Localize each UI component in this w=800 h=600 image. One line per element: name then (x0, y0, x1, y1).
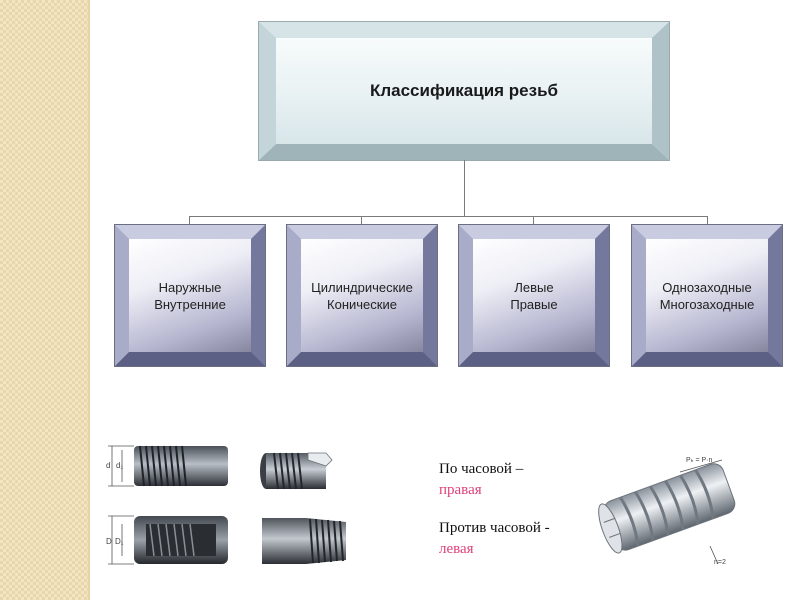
clockwise-value: правая (439, 482, 482, 498)
category-label: Многозаходные (659, 296, 755, 312)
title-inner: Классификация резьб (276, 38, 652, 144)
category-bevel (459, 225, 609, 366)
category-bevel (115, 225, 265, 366)
side-divider (88, 0, 90, 600)
connector-trunk (464, 160, 465, 217)
pitch-label: Pₕ = P·n (686, 457, 712, 464)
category-label: Однозаходные (662, 279, 752, 295)
category-label: Правые (510, 296, 558, 312)
counter-value: левая (439, 541, 474, 557)
category-box-shape: Цилиндрические Конические (287, 225, 437, 366)
clockwise-label: По часовой – (439, 461, 524, 477)
category-label: Конические (327, 296, 397, 312)
diagram-title: Классификация резьб (369, 81, 559, 100)
conical-thread-drawing (262, 518, 346, 564)
connector-bus (189, 216, 708, 217)
category-label: Левые (514, 279, 554, 295)
title-bevel (259, 22, 669, 160)
view-label: n=2 (714, 559, 726, 566)
category-inner: Левые Правые (473, 239, 595, 352)
counter-label: Против часовой - (439, 520, 550, 536)
category-label: Наружные (158, 279, 222, 295)
rotation-counter-line: Против часовой - (439, 520, 550, 537)
internal-thread-drawing: D D₁ (106, 515, 228, 565)
category-label: Внутренние (154, 296, 226, 312)
external-thread-drawing: d d₁ (106, 445, 228, 487)
category-inner: Цилиндрические Конические (301, 239, 423, 352)
dim-label-d: d (106, 461, 110, 470)
connector-branch-1 (189, 216, 190, 225)
category-label: Цилиндрические (311, 279, 413, 295)
category-inner: Наружные Внутренние (129, 239, 251, 352)
rotation-clockwise-line: По часовой – (439, 461, 523, 478)
category-bevel (287, 225, 437, 366)
category-bevel (632, 225, 782, 366)
category-box-starts: Однозаходные Многозаходные (632, 225, 782, 366)
dim-label-D: D (106, 537, 112, 546)
dim-label-D1: D₁ (115, 537, 124, 546)
connector-branch-4 (707, 216, 708, 225)
title-box: Классификация резьб (259, 22, 669, 160)
connector-branch-3 (533, 216, 534, 225)
decorative-side-strip (0, 0, 88, 600)
dim-label-d1: d₁ (116, 461, 123, 470)
multi-start-screw-drawing: Pₕ = P·n n=2 (598, 457, 736, 566)
category-inner: Однозаходные Многозаходные (646, 239, 768, 352)
thread-sleeve-drawing (260, 452, 333, 490)
connector-branch-2 (361, 216, 362, 225)
category-box-placement: Наружные Внутренние (115, 225, 265, 366)
category-box-direction: Левые Правые (459, 225, 609, 366)
